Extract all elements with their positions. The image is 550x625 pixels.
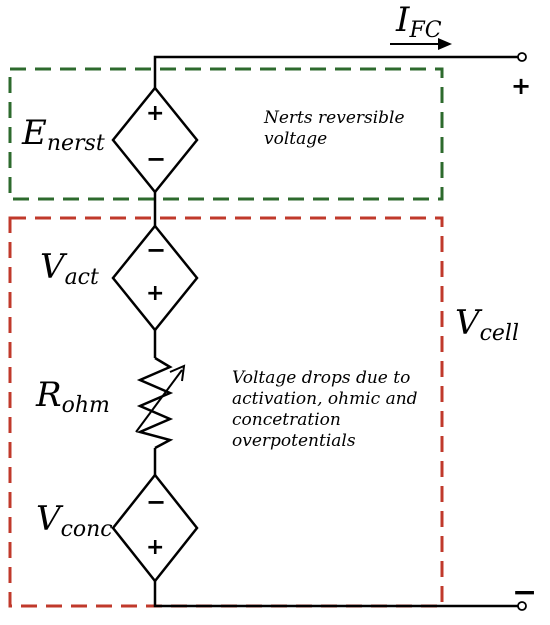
r-ohm-resistor	[136, 356, 174, 450]
v-act-minus: −	[146, 236, 167, 264]
positive-terminal	[517, 52, 527, 62]
nerst-annotation: Nerts reversible voltage	[264, 108, 405, 149]
v-cell-label: Vcell	[455, 303, 519, 346]
v-act-plus: +	[146, 281, 165, 306]
v-conc-minus: −	[146, 488, 167, 516]
positive-sign: +	[511, 72, 532, 100]
negative-terminal	[517, 601, 527, 611]
current-arrowhead	[438, 38, 452, 50]
top-wire	[153, 55, 520, 88]
e-nerst-plus: +	[146, 101, 165, 126]
v-act-label: Vact	[40, 247, 99, 290]
negative-sign: −	[512, 575, 538, 610]
e-nerst-label: Enerst	[22, 113, 105, 156]
variable-resistor-arrowhead	[169, 364, 186, 382]
v-conc-plus: +	[146, 535, 165, 560]
nerst-region-box	[8, 67, 444, 201]
i-fc-label: IFC	[396, 0, 442, 43]
losses-annotation: Voltage drops due to activation, ohmic a…	[232, 368, 418, 451]
e-nerst-minus: −	[146, 145, 167, 173]
v-conc-label: Vconc	[36, 499, 113, 542]
r-ohm-label: Rohm	[36, 375, 110, 418]
variable-resistor-arrow	[135, 369, 183, 433]
bottom-wire	[153, 581, 520, 608]
